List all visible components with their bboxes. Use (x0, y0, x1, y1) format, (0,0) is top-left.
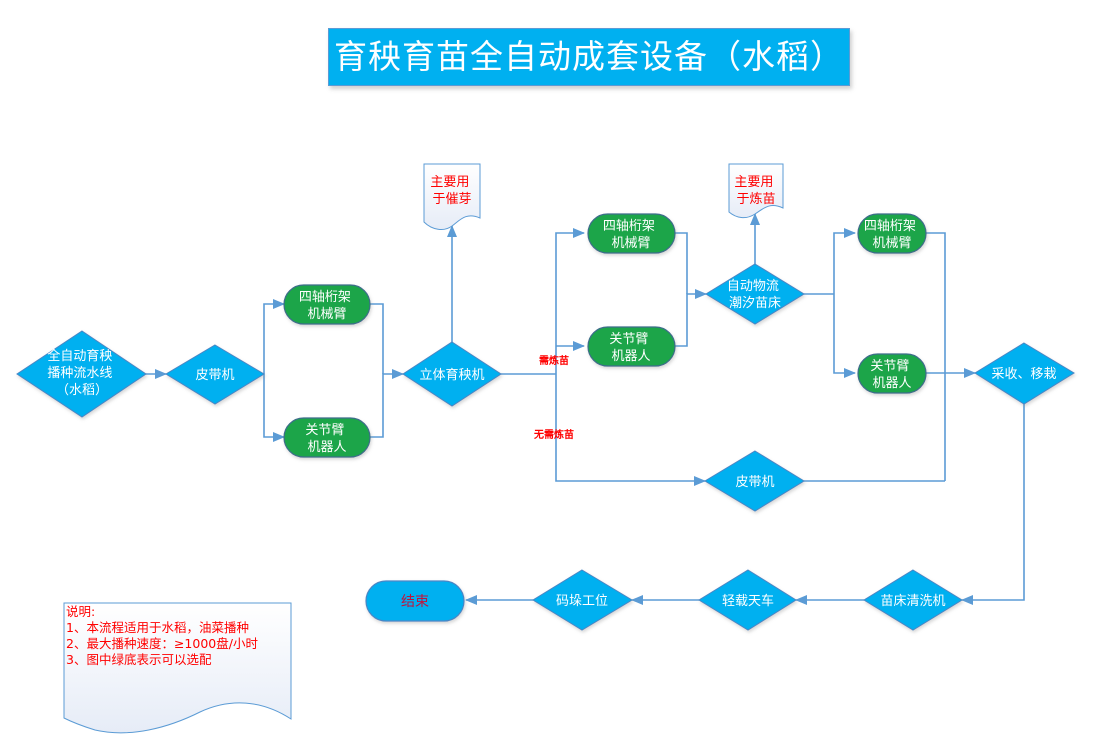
connector-gantry1-merge (370, 303, 384, 374)
label-hardening: 主要用 于炼苗 (734, 175, 777, 207)
label-germination: 主要用 于催芽 (430, 175, 473, 207)
node-tidal-bed (705, 263, 805, 325)
label-bed-washer: 苗床清洗机 (880, 594, 945, 609)
connector-gantry2-merge (675, 232, 688, 294)
label-belt-2: 皮带机 (735, 475, 774, 490)
label-end: 结束 (401, 594, 429, 610)
node-gantry-arm-1 (283, 284, 371, 325)
node-belt-1 (165, 344, 265, 405)
label-joint-robot-1: 关节臂 机器人 (305, 423, 348, 455)
node-gantry-arm-3 (857, 213, 927, 254)
label-nursery-machine: 立体育秧机 (419, 367, 484, 383)
node-bed-washer (863, 569, 963, 631)
callout-hardening (728, 163, 784, 219)
notes-line-2: 2、最大播种速度：≥1000盘/小时 (66, 636, 258, 651)
connector-split-to-gantry3 (833, 228, 856, 294)
node-joint-robot-2 (587, 326, 676, 367)
label-light-crane: 轻载天车 (722, 593, 774, 609)
label-belt-1: 皮带机 (195, 368, 234, 383)
node-joint-robot-3 (857, 353, 927, 394)
label-joint-robot-2: 关节臂 机器人 (609, 332, 652, 364)
node-end (365, 580, 465, 622)
branch-label-needs-hardening: 需炼苗 (539, 354, 569, 367)
notes-line-3: 3、图中绿底表示可以选配 (66, 652, 212, 667)
connector-harvest-to-washer (961, 404, 1025, 605)
connector-split-to-joint3 (833, 294, 856, 378)
diagram-title: 育秧育苗全自动成套设备（水稻） (328, 28, 850, 86)
connectors (146, 213, 1025, 605)
connector-gantry3-down (926, 232, 946, 481)
notes-box (63, 602, 292, 734)
connector-belt-to-split (263, 299, 285, 374)
node-nursery-machine (402, 341, 502, 407)
label-seeding-line: 全自动育秧 播种流水线 （水稻） (47, 348, 116, 398)
connector-branch-to-gantry2 (555, 228, 585, 374)
label-tidal-bed: 自动物流 潮汐苗床 (727, 279, 783, 311)
callout-germination (423, 163, 481, 230)
node-seeding-line (16, 330, 147, 418)
notes-line-1: 1、本流程适用于水稻，油菜播种 (66, 620, 249, 635)
node-stacking (532, 569, 633, 631)
node-joint-robot-1 (283, 417, 371, 458)
label-gantry-arm-3: 四轴桁架 机械臂 (864, 219, 920, 251)
node-harvest (974, 342, 1075, 405)
connector-branch-to-belt2 (555, 374, 706, 486)
connector-belt-to-joint (263, 374, 285, 442)
label-harvest: 采收、移栽 (991, 366, 1056, 382)
notes-heading: 说明: (66, 604, 95, 619)
connector-joint1-merge (370, 369, 404, 438)
node-gantry-arm-2 (587, 213, 676, 254)
node-belt-2 (704, 450, 805, 512)
label-joint-robot-3: 关节臂 机器人 (870, 359, 913, 391)
branch-label-no-hardening: 无需炼苗 (533, 428, 574, 441)
label-stacking: 码垛工位 (556, 594, 608, 609)
connector-joint2-merge (675, 289, 707, 347)
node-light-crane (698, 569, 797, 631)
label-gantry-arm-2: 四轴桁架 机械臂 (603, 219, 659, 251)
label-gantry-arm-1: 四轴桁架 机械臂 (299, 290, 355, 322)
